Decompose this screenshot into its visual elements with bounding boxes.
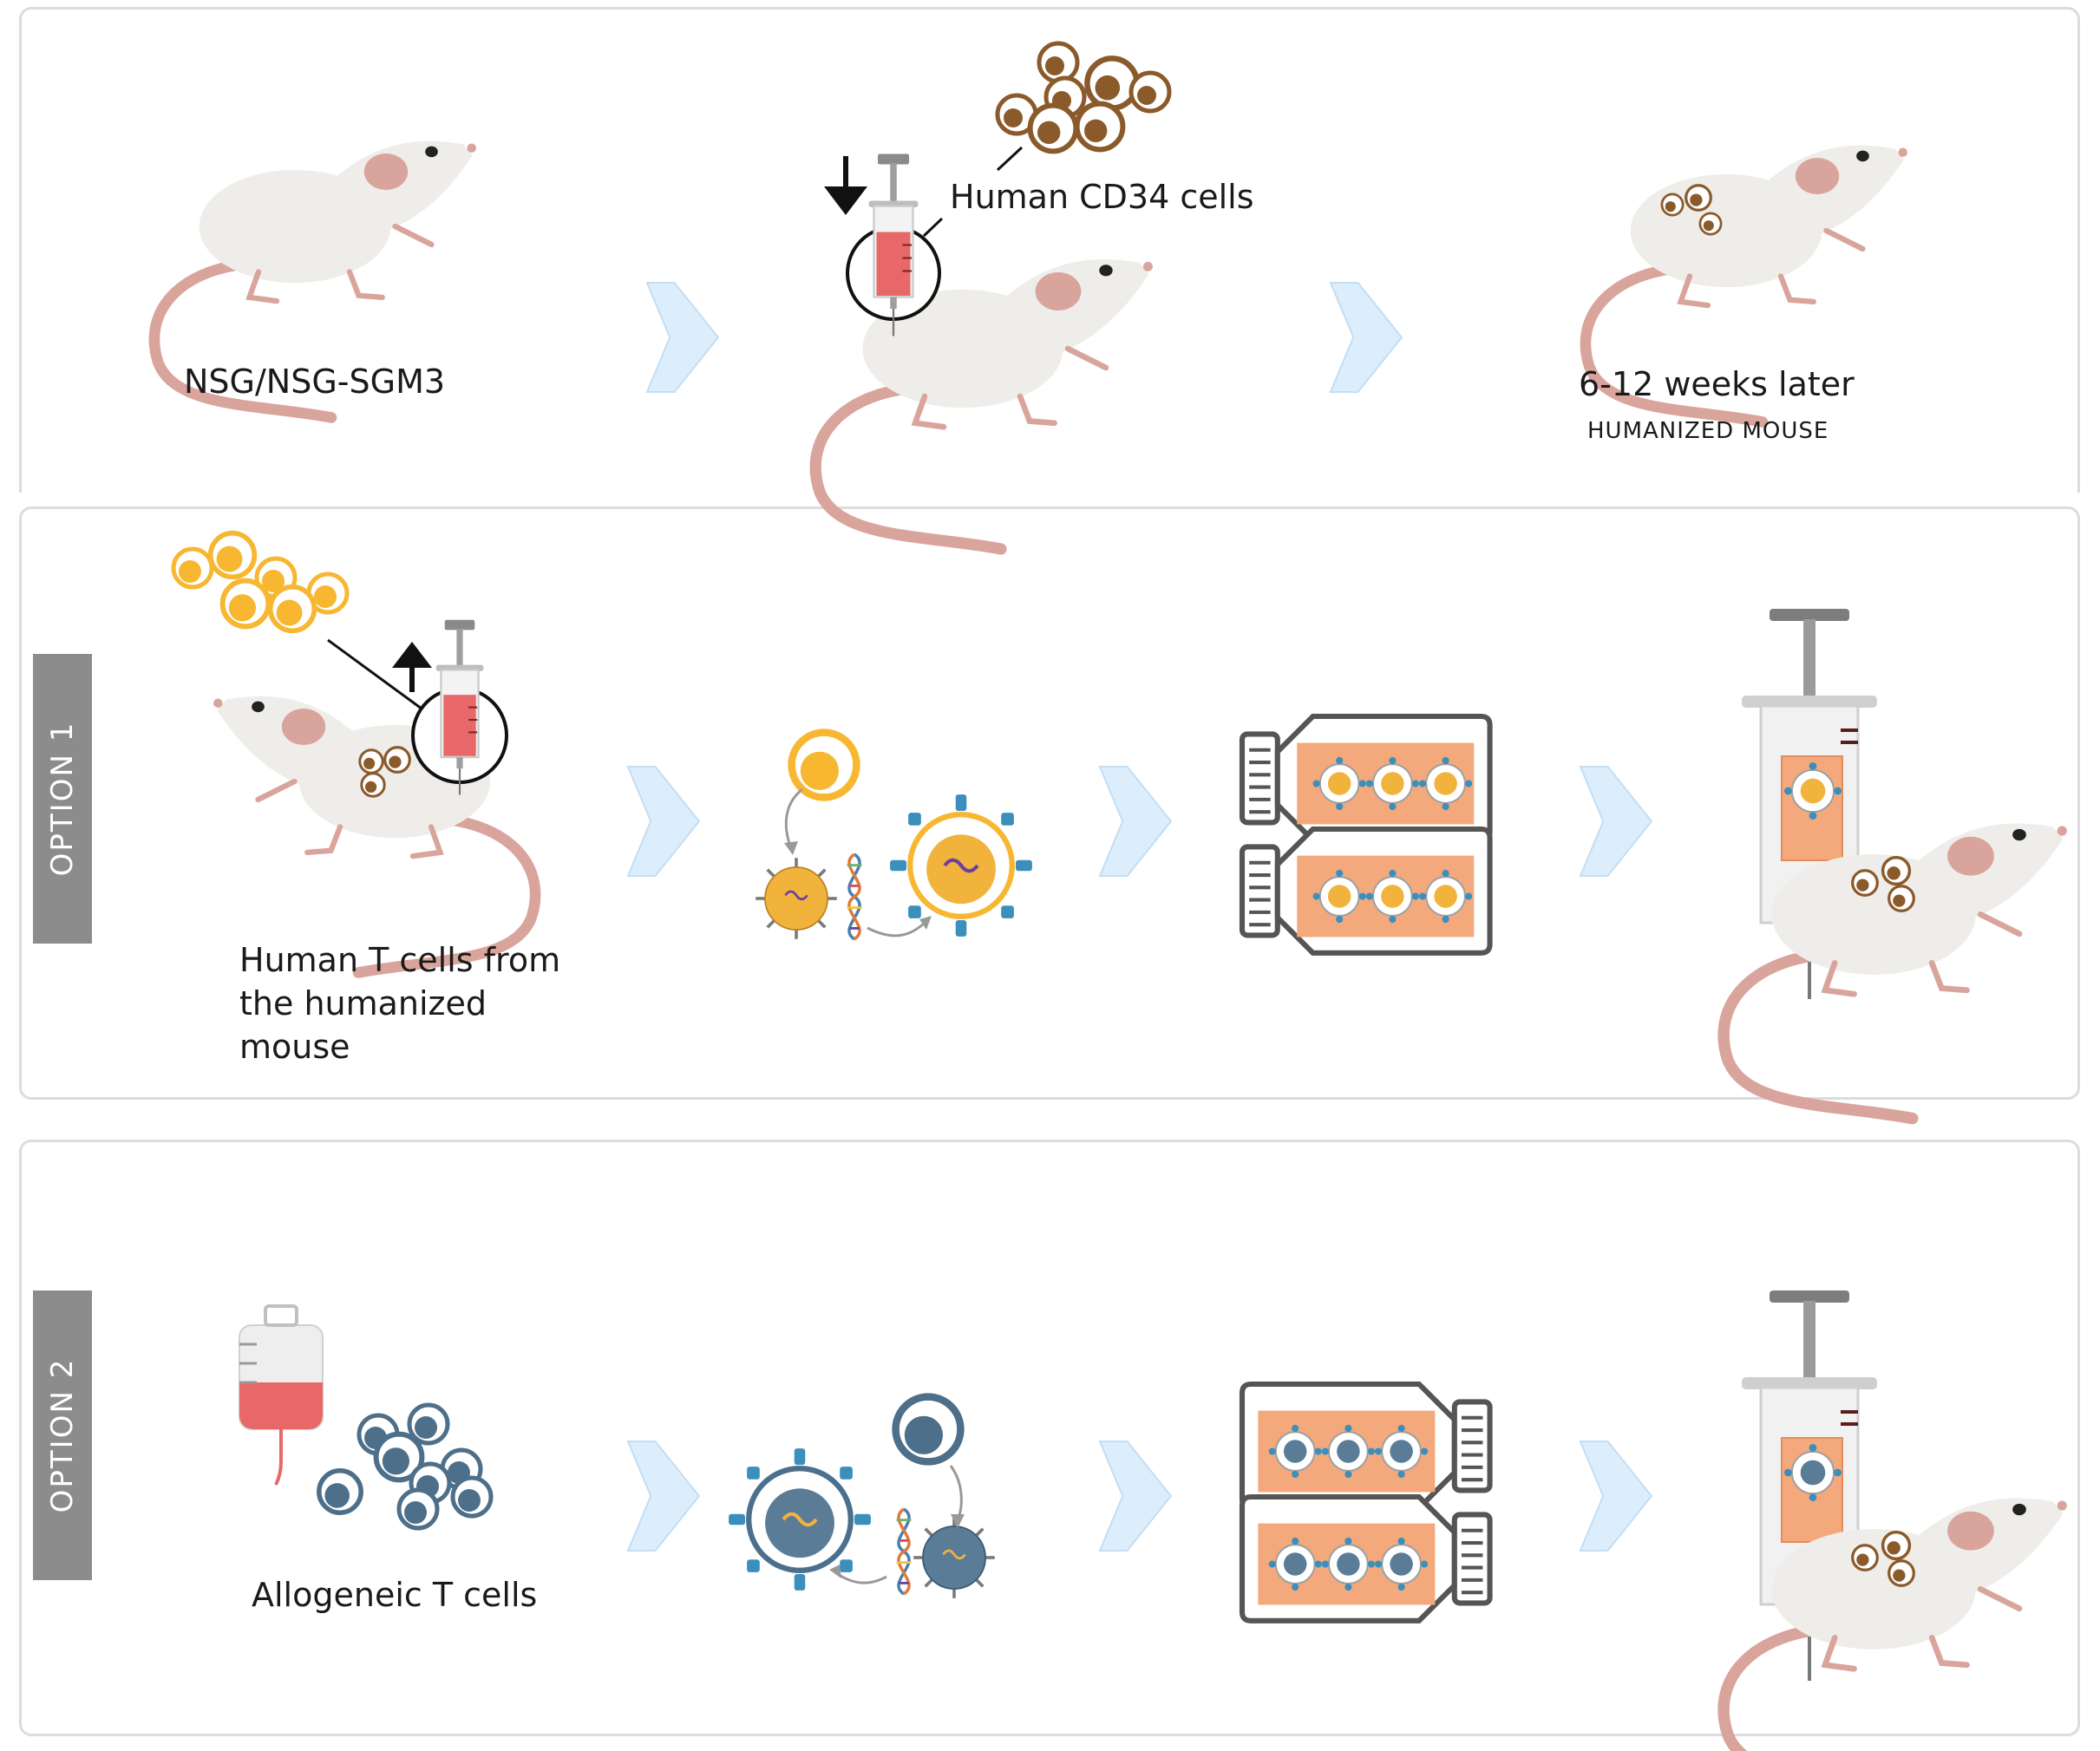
flask-icon-option-2-bottom: [1242, 1497, 1490, 1621]
strain-label: NSG/NSG-SGM3: [184, 363, 446, 401]
option-1-tab-label: OPTION 1: [45, 721, 80, 877]
flow-arrow-icon-6: [626, 1440, 700, 1552]
blood-bag-icon: [239, 1304, 324, 1486]
cell-cluster-icon-t-cells: [173, 533, 426, 713]
option-1-source-line-2: the humanized: [239, 984, 487, 1023]
flow-arrow-icon-3: [626, 765, 700, 878]
humanized-mouse-label: HUMANIZED MOUSE: [1587, 418, 1829, 444]
flow-arrow-icon-2: [1329, 281, 1403, 394]
syringe-icon-tcell-harvest: [411, 618, 508, 796]
option-2-tab: OPTION 2: [33, 1290, 92, 1580]
flask-icon-option-1-bottom: [1242, 829, 1490, 953]
option-1-source-line-1: Human T cells from: [239, 941, 561, 979]
flask-icon-option-1-top: [1242, 716, 1490, 840]
option-2-tab-label: OPTION 2: [45, 1357, 80, 1513]
option-1-tab: OPTION 1: [33, 654, 92, 944]
time-label: 6-12 weeks later: [1579, 365, 1855, 403]
flow-arrow-icon-8: [1579, 1440, 1652, 1552]
option-1-source-line-3: mouse: [239, 1028, 350, 1066]
up-arrow-icon: [392, 642, 432, 692]
allogeneic-label: Allogeneic T cells: [252, 1576, 538, 1614]
cd34-cells-label: Human CD34 cells: [950, 178, 1254, 216]
flow-arrow-icon-4: [1098, 765, 1172, 878]
transduction-icon-option-1: [754, 733, 1032, 941]
down-arrow-icon: [824, 156, 867, 215]
flow-arrow-icon-7: [1098, 1440, 1172, 1552]
syringe-icon-cd34: [846, 153, 944, 337]
flask-icon-option-2-top: [1242, 1384, 1490, 1508]
transduction-icon-option-2: [729, 1397, 997, 1600]
cell-cluster-icon-cd34: [998, 43, 1169, 172]
cell-cluster-icon-allogeneic: [319, 1405, 491, 1528]
flow-arrow-icon-1: [645, 281, 719, 394]
flow-arrow-icon-5: [1579, 765, 1652, 878]
